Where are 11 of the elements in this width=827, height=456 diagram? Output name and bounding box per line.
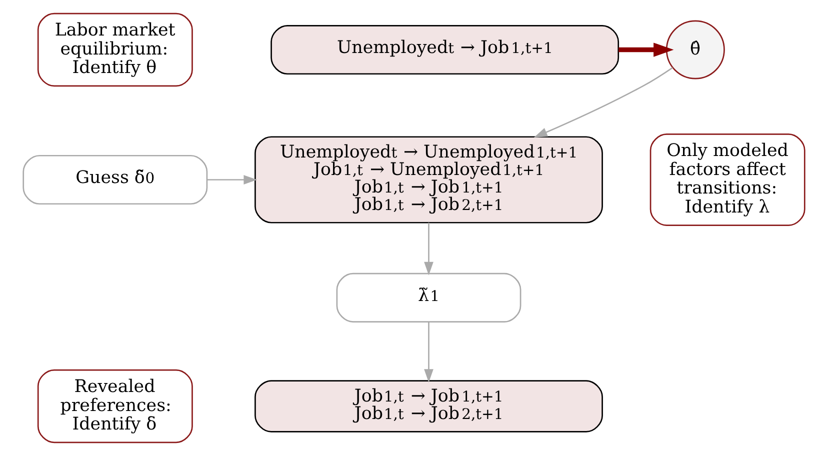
arrow bbox=[424, 222, 433, 276]
node-box: Guess δ̃0 bbox=[22, 154, 208, 205]
node-circle: θ̂ bbox=[665, 20, 724, 80]
node-box: Only modeled factors affect transitions: Identify λ bbox=[649, 134, 805, 226]
node-box: Labor market equilibrium: Identify θ bbox=[36, 12, 192, 87]
arrow bbox=[533, 67, 672, 138]
arrow bbox=[206, 175, 257, 184]
arrow bbox=[424, 322, 433, 383]
node-box: λ̃1 bbox=[336, 272, 521, 322]
arrow bbox=[618, 42, 674, 57]
node-box: Revealed preferences: Identify δ bbox=[36, 369, 192, 444]
